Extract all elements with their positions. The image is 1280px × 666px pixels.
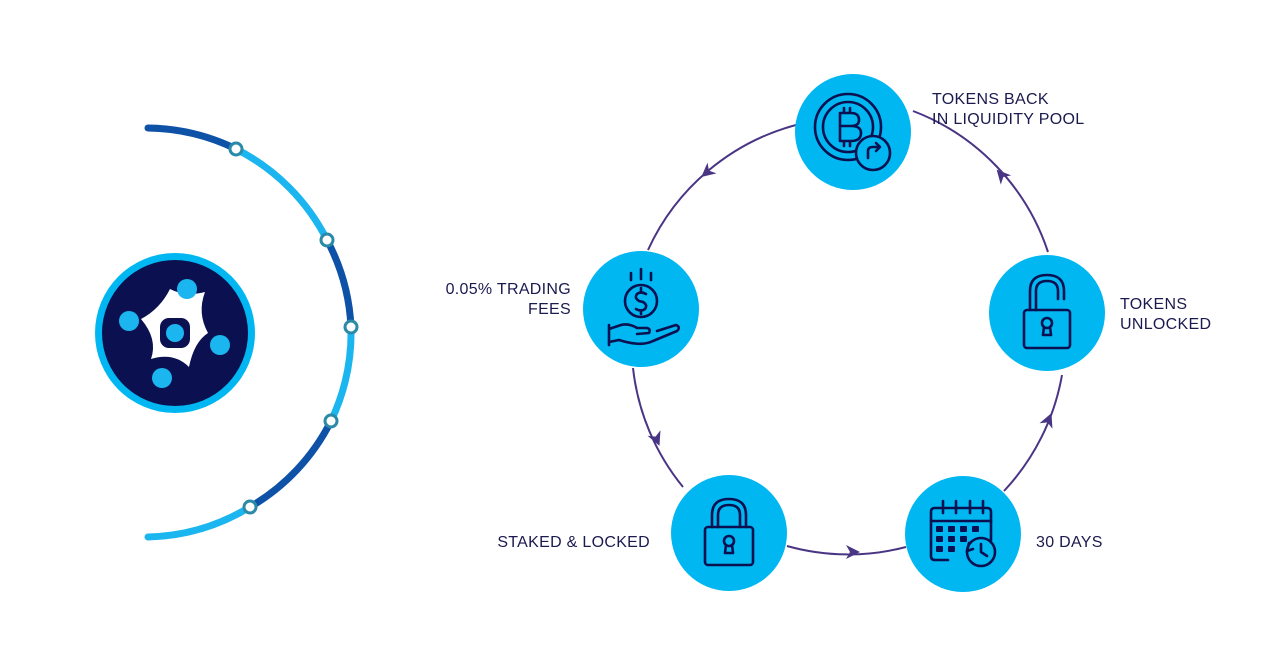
step-days-node [905,476,1021,592]
step-staked-label-line: STAKED & LOCKED [497,534,650,551]
step-fees-label-line: 0.05% TRADING [445,281,571,298]
calendar-day-cells [936,526,979,552]
arrowhead [996,169,1012,185]
arc-node [343,319,359,335]
network-nodes-logo-icon [95,253,255,413]
cycle-arc-pool-to-fees [647,124,797,251]
step-staked-node [671,475,787,591]
step-fees-node [583,251,699,367]
step-unlocked-label-line: UNLOCKED [1120,316,1212,333]
arrowhead [701,162,717,177]
open-padlock-icon [1022,273,1072,350]
calendar-clock-icon [929,499,997,568]
step-staked-label: STAKED & LOCKED [497,533,650,553]
arc-node [323,413,339,429]
coin-hand-icon [607,267,681,347]
cycle-arc-fees-to-staked [632,367,684,488]
cycle-arc-unlocked-to-pool [912,110,1049,253]
step-pool-label-line: IN LIQUIDITY POOL [932,111,1085,128]
cycle-arc-days-to-unlocked [1003,374,1063,492]
cycle-arc-staked-to-days [786,545,907,556]
arc-nodes [228,141,359,515]
step-unlocked-label-line: TOKENS [1120,296,1188,313]
arrowhead [1039,413,1053,429]
decorative-arc [144,124,355,541]
arc-node [228,141,244,157]
cycle-arrowheads [647,162,1053,559]
step-pool-label: TOKENS BACK IN LIQUIDITY POOL [932,90,1084,130]
arc-node [319,232,335,248]
arrowhead [647,430,661,446]
step-unlocked-node [989,255,1105,371]
step-fees-label-line: FEES [528,301,571,318]
padlock-icon [703,497,755,567]
step-unlocked-label: TOKENS UNLOCKED [1120,295,1211,335]
step-pool-label-line: TOKENS BACK [932,91,1049,108]
step-fees-label: 0.05% TRADING FEES [446,280,571,320]
step-days-label-line: 30 DAYS [1036,534,1103,551]
step-days-label: 30 DAYS [1036,533,1103,553]
arc-node [242,499,258,515]
step-pool-node [795,74,911,190]
arrowhead [846,545,860,559]
bitcoin-refresh-icon [813,92,892,172]
